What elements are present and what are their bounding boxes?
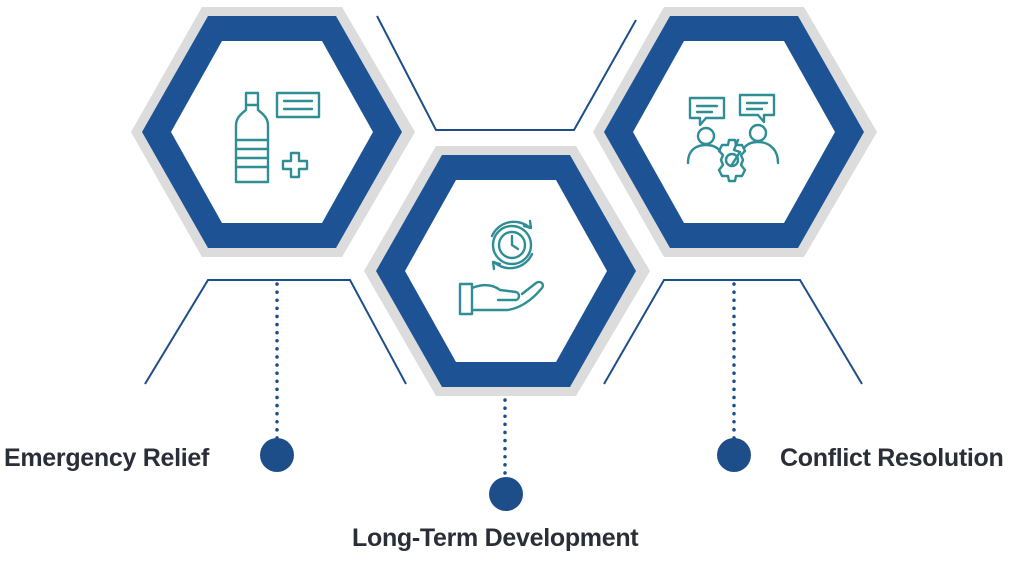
label-long-term-development: Long-Term Development [352,524,639,552]
node-dot-conflict-resolution [717,438,751,472]
hand-clock-icon [458,219,545,316]
node-dot-long-term-development [489,477,523,511]
node-dot-emergency-relief [260,438,294,472]
people-discussion-gear-icon [686,93,780,183]
hexagon-emergency-relief [131,7,415,257]
hexagon-conflict-resolution [593,7,877,257]
dotted-connectors [275,282,736,482]
label-emergency-relief: Emergency Relief [4,444,210,472]
hexagon-long-term-development [364,146,650,396]
water-bottle-medical-icon [234,91,321,184]
label-conflict-resolution: Conflict Resolution [780,444,1004,472]
decorative-lines [144,15,863,385]
